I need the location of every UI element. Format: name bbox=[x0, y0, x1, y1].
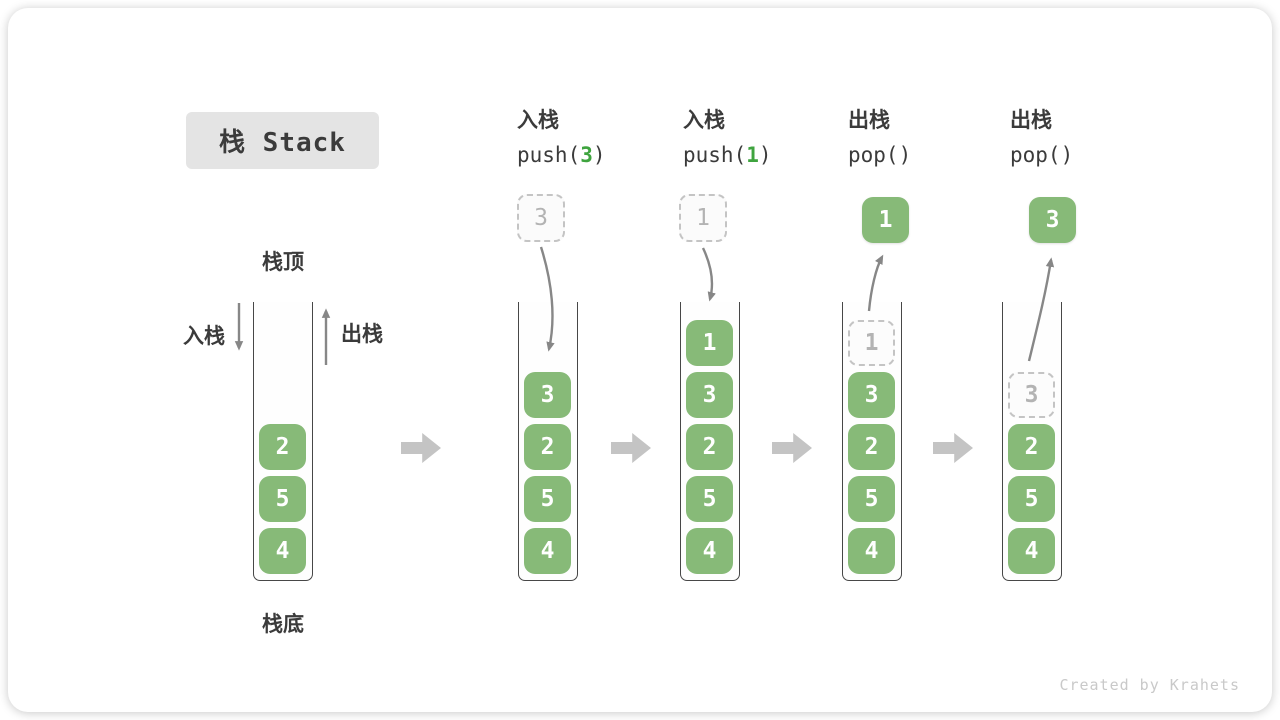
stack-item: 4 bbox=[848, 528, 895, 574]
code-prefix: push( bbox=[683, 143, 747, 167]
watermark: Created by Krahets bbox=[1059, 676, 1240, 694]
code-prefix: push( bbox=[517, 143, 581, 167]
diagram-title: 栈 Stack bbox=[186, 112, 379, 169]
stack-item: 5 bbox=[524, 476, 571, 522]
stack-item: 5 bbox=[848, 476, 895, 522]
stack-item: 4 bbox=[259, 528, 306, 574]
stack-bottom-label: 栈底 bbox=[262, 612, 304, 636]
pop-side-label: 出栈 bbox=[341, 322, 383, 346]
code-prefix: pop( bbox=[848, 143, 899, 167]
op-code: pop() bbox=[848, 143, 988, 168]
code-suffix: ) bbox=[592, 143, 606, 167]
stack-item: 2 bbox=[686, 424, 733, 470]
op-label: 入栈 bbox=[683, 108, 725, 132]
code-prefix: pop( bbox=[1010, 143, 1061, 167]
op-code: push(1) bbox=[683, 143, 823, 168]
stack-item: 5 bbox=[1008, 476, 1055, 522]
op-header-push-3: 入栈 push(3) bbox=[517, 108, 657, 168]
stack-item: 3 bbox=[524, 372, 571, 418]
popped-value-box: 1 bbox=[862, 197, 909, 243]
stack-item: 2 bbox=[1008, 424, 1055, 470]
stack-item: 2 bbox=[259, 424, 306, 470]
incoming-value-box: 3 bbox=[517, 194, 565, 242]
op-label: 出栈 bbox=[848, 108, 890, 132]
popped-value-box: 3 bbox=[1029, 197, 1076, 243]
stack-item: 4 bbox=[524, 528, 571, 574]
stack-item: 3 bbox=[686, 372, 733, 418]
stack-item: 3 bbox=[848, 372, 895, 418]
popped-placeholder: 1 bbox=[848, 320, 895, 366]
code-suffix: ) bbox=[1060, 143, 1074, 167]
next-state-arrow-icon bbox=[401, 433, 441, 463]
op-header-pop-1: 出栈 pop() bbox=[848, 108, 988, 168]
op-code: push(3) bbox=[517, 143, 657, 168]
stack-item: 4 bbox=[686, 528, 733, 574]
push-side-label: 入栈 bbox=[183, 324, 225, 348]
next-state-arrow-icon bbox=[933, 433, 973, 463]
op-label: 入栈 bbox=[517, 108, 559, 132]
stack-item: 5 bbox=[259, 476, 306, 522]
op-label: 出栈 bbox=[1010, 108, 1052, 132]
code-arg: 3 bbox=[580, 143, 593, 167]
code-suffix: ) bbox=[758, 143, 772, 167]
stack-item: 4 bbox=[1008, 528, 1055, 574]
op-code: pop() bbox=[1010, 143, 1150, 168]
stack-item: 2 bbox=[848, 424, 895, 470]
code-suffix: ) bbox=[898, 143, 912, 167]
next-state-arrow-icon bbox=[611, 433, 651, 463]
stack-item: 2 bbox=[524, 424, 571, 470]
incoming-value-box: 1 bbox=[679, 194, 727, 242]
stack-item: 1 bbox=[686, 320, 733, 366]
code-arg: 1 bbox=[746, 143, 759, 167]
stack-item: 5 bbox=[686, 476, 733, 522]
next-state-arrow-icon bbox=[772, 433, 812, 463]
push-1-arrow-icon bbox=[701, 247, 716, 302]
op-header-push-1: 入栈 push(1) bbox=[683, 108, 823, 168]
stack-top-label: 栈顶 bbox=[262, 250, 304, 274]
popped-placeholder: 3 bbox=[1008, 372, 1055, 418]
op-header-pop-3: 出栈 pop() bbox=[1010, 108, 1150, 168]
